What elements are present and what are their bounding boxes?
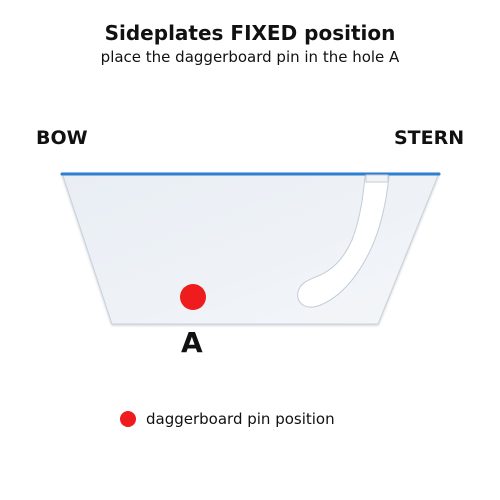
diagram-title: Sideplates FIXED position <box>104 21 396 45</box>
diagram-subtitle: place the daggerboard pin in the hole A <box>100 48 400 66</box>
red-dot-icon <box>120 411 136 427</box>
legend-text: daggerboard pin position <box>146 410 335 428</box>
stern-label: STERN <box>394 127 465 149</box>
legend: daggerboard pin position <box>120 410 335 428</box>
slot-tab <box>365 174 389 183</box>
daggerboard-slot <box>297 175 390 308</box>
hole-a-label: A <box>181 326 203 359</box>
bow-label: BOW <box>36 127 88 149</box>
pin-position-a <box>180 284 206 310</box>
